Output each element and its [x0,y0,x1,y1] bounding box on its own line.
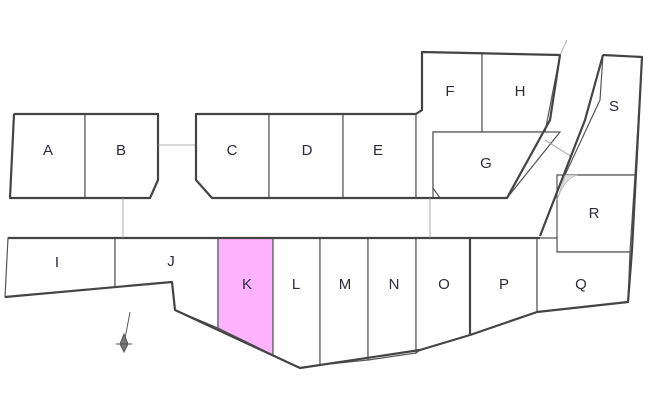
lot-label: L [292,276,300,293]
lot-label: O [438,276,450,293]
lot-label: A [43,142,53,159]
lot-label: H [515,83,526,100]
block-boundary [602,53,644,251]
north-arrow-icon [116,311,132,354]
corner-cut [556,174,579,201]
lot-label: M [339,276,352,293]
lot-label: C [227,142,238,159]
lot-label: B [116,142,126,159]
lot-label: Q [575,276,587,293]
lot-G[interactable] [432,131,562,199]
lot-M[interactable] [319,237,369,366]
lot-N[interactable] [367,237,417,361]
lot-label: K [242,276,252,293]
lot-label: F [445,83,454,100]
lot-S[interactable] [564,54,643,176]
block-boundary [194,112,416,200]
lot-label: I [55,254,59,271]
lot-label: G [480,155,492,172]
road-edge [559,39,568,56]
lot-label: P [499,276,509,293]
lot-O[interactable] [415,237,471,355]
block-boundary [4,249,634,370]
lot-K[interactable] [217,237,274,356]
road-width-line [544,139,573,158]
lot-label: N [389,276,400,293]
lot-label: S [609,98,619,115]
lot-label: E [373,142,383,159]
lot-label: D [302,142,313,159]
lot-L[interactable] [272,237,321,369]
lot-label: R [589,205,600,222]
road-edge [538,54,605,237]
block-boundary [8,112,160,200]
lot-label: J [167,253,175,270]
